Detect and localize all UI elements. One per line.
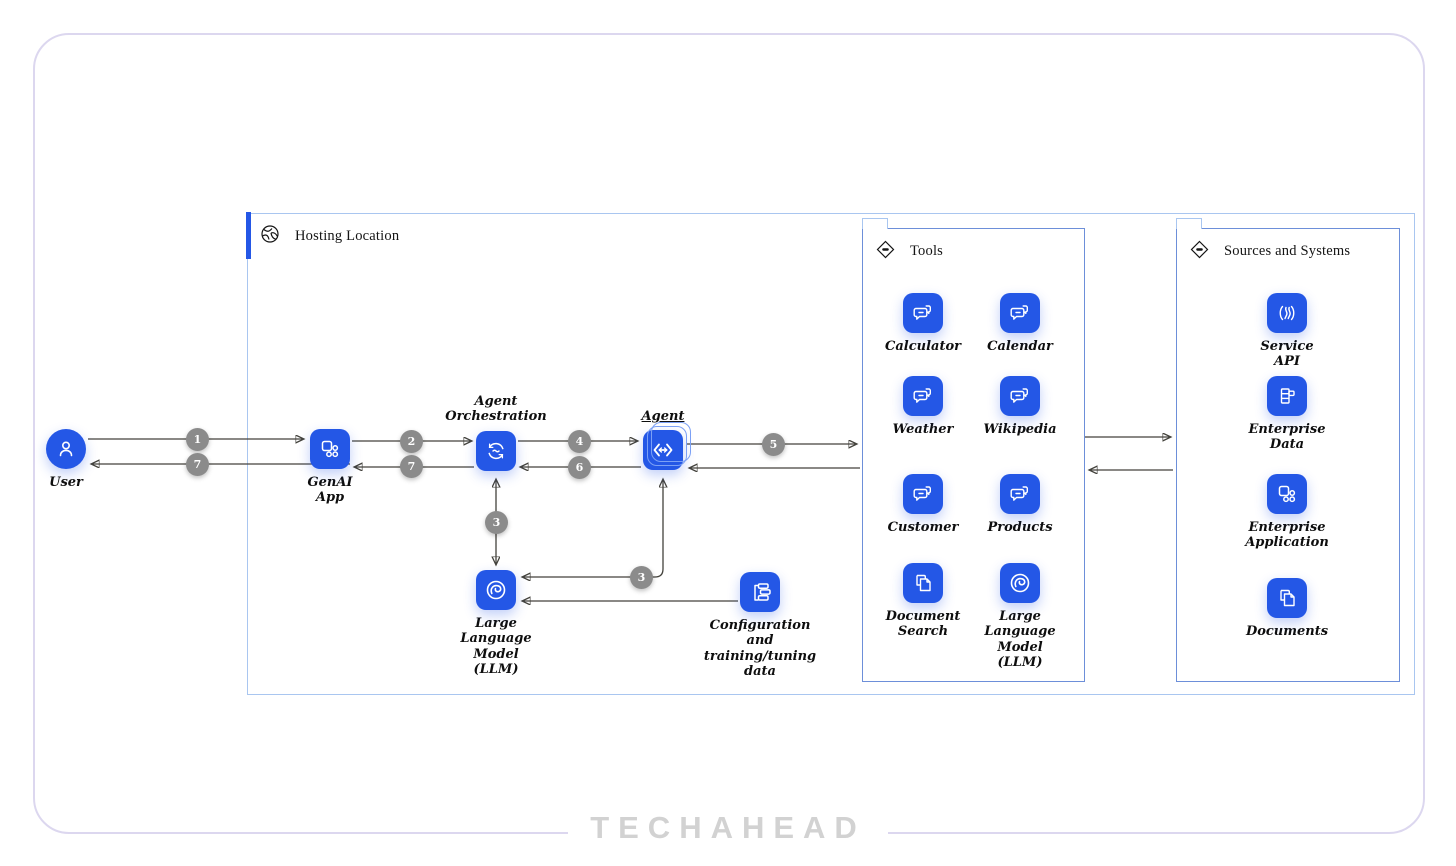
step-badge: 3 [485, 511, 508, 534]
sources-and-systems-header: Sources and Systems [1190, 240, 1350, 263]
swirl-icon [476, 570, 516, 610]
chat-bubbles-icon [903, 293, 943, 333]
chat-bubbles-icon [1000, 474, 1040, 514]
source-enterprise-application: Enterprise Application [1232, 474, 1342, 551]
hosting-location-box [247, 213, 1415, 695]
step-badge: 7 [186, 453, 209, 476]
tools-header: Tools [876, 240, 943, 263]
step-badge: 6 [568, 456, 591, 479]
tool-label: Calculator [885, 339, 961, 354]
hosting-accent-bar [246, 212, 251, 259]
diamond-icon [876, 240, 895, 263]
source-service-api: Service API [1232, 293, 1342, 370]
user-label: User [49, 475, 83, 490]
source-label: Enterprise Application [1245, 520, 1329, 551]
node-agent-orchestration: Agent Orchestration [441, 394, 551, 471]
step-badge: 5 [762, 433, 785, 456]
data-stack-icon [740, 572, 780, 612]
tool-weather: Weather [875, 376, 971, 437]
tool-products: Products [972, 474, 1068, 535]
step-badge: 3 [630, 566, 653, 589]
sync-icon [476, 430, 516, 471]
tool-label: Document Search [885, 609, 961, 640]
tool-label: Products [987, 520, 1053, 535]
step-badge: 4 [568, 430, 591, 453]
source-enterprise-data: Enterprise Data [1232, 376, 1342, 453]
document-copy-icon [1267, 578, 1307, 618]
tool-label: Wikipedia [983, 422, 1057, 437]
configuration-data-label: Configuration and training/tuning data [703, 618, 817, 679]
tool-label: Calendar [987, 339, 1053, 354]
node-agent: Agent [608, 409, 718, 471]
source-documents: Documents [1232, 578, 1342, 639]
node-user: User [11, 429, 121, 490]
tool-label: Large Language Model (LLM) [984, 609, 1056, 670]
data-table-icon [1267, 376, 1307, 416]
tool-label: Weather [892, 422, 954, 437]
node-configuration-data: Configuration and training/tuning data [703, 572, 817, 679]
agent-orchestration-label: Agent Orchestration [445, 394, 547, 425]
app-components-icon [310, 429, 350, 469]
step-badge: 7 [400, 455, 423, 478]
hosting-location-label: Hosting Location [295, 227, 400, 244]
chat-bubbles-icon [903, 376, 943, 416]
tool-calendar: Calendar [972, 293, 1068, 354]
tool-label: Customer [887, 520, 959, 535]
step-badge: 2 [400, 430, 423, 453]
sources-and-systems-label: Sources and Systems [1224, 243, 1351, 259]
diamond-icon [1190, 240, 1209, 263]
watermark-text: TECHAHEAD [568, 810, 888, 846]
user-icon [46, 429, 86, 469]
document-copy-icon [903, 563, 943, 603]
chat-bubbles-icon [1000, 293, 1040, 333]
hosting-location-header: Hosting Location [260, 224, 399, 248]
watermark: TECHAHEAD [0, 810, 1456, 846]
source-label: Enterprise Data [1248, 422, 1326, 453]
angle-brackets-icon [643, 422, 691, 471]
tool-document-search: Document Search [875, 563, 971, 640]
swirl-icon [1000, 563, 1040, 603]
app-components-icon [1267, 474, 1307, 514]
tool-calculator: Calculator [875, 293, 971, 354]
tools-label: Tools [910, 243, 944, 259]
llm-label: Large Language Model (LLM) [460, 616, 532, 677]
source-label: Documents [1245, 624, 1329, 639]
step-badge: 1 [186, 428, 209, 451]
agent-label: Agent [641, 409, 685, 424]
genai-app-label: GenAI App [307, 475, 353, 506]
tool-customer: Customer [875, 474, 971, 535]
tool-wikipedia: Wikipedia [972, 376, 1068, 437]
api-curves-icon [1267, 293, 1307, 333]
chat-bubbles-icon [903, 474, 943, 514]
chat-bubbles-icon [1000, 376, 1040, 416]
source-label: Service API [1260, 339, 1314, 370]
node-genai-app: GenAI App [275, 429, 385, 506]
tool-llm: Large Language Model (LLM) [972, 563, 1068, 670]
tools-box [861, 218, 1085, 682]
globe-icon [260, 224, 280, 248]
node-llm: Large Language Model (LLM) [441, 570, 551, 677]
